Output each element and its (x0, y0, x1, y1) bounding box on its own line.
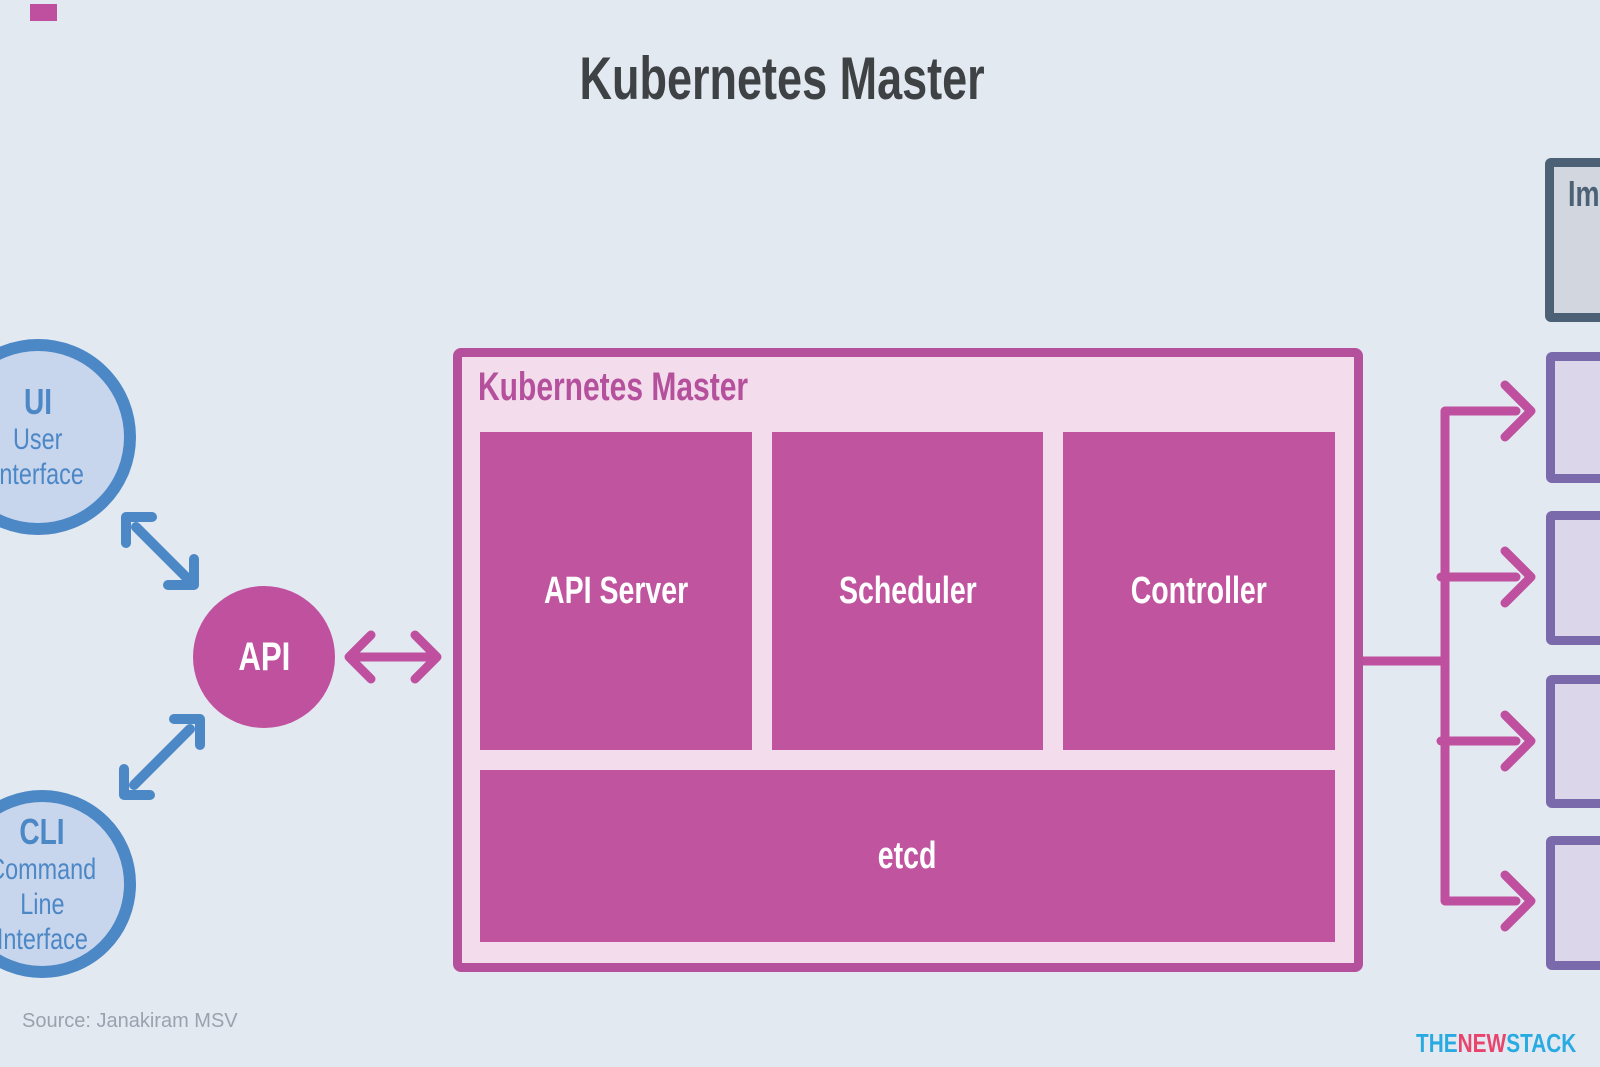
api-server-label: API Server (543, 569, 688, 612)
logo-new: NEW (1457, 1028, 1506, 1058)
etcd-label: etcd (878, 834, 937, 877)
source-credit: Source: Janakiram MSV (22, 1010, 238, 1032)
page-title: Kubernetes Master (0, 48, 1582, 110)
cli-api-double-arrow-icon (119, 714, 205, 800)
ui-node: UI User Interface (0, 339, 136, 535)
scheduler-box: Scheduler (771, 432, 1044, 750)
ui-api-double-arrow-icon (121, 512, 199, 590)
kubernetes-master-box-label: Kubernetes Master (478, 365, 749, 409)
cli-abbr: CLI (19, 810, 65, 852)
master-nodes-connector (1358, 380, 1536, 932)
image-registry-label: Im (1568, 173, 1600, 214)
cli-node: CLI Command Line Interface (0, 790, 136, 978)
node-box-4 (1546, 836, 1600, 970)
api-server-box: API Server (480, 432, 752, 750)
ui-label-line-2: Interface (0, 458, 84, 491)
etcd-box: etcd (480, 770, 1335, 942)
logo-stack: STACK (1505, 1028, 1576, 1058)
page-title-text: Kubernetes Master (579, 45, 985, 112)
cli-label-line-2: Line (19, 887, 65, 921)
node-arrowhead-3-icon (1500, 710, 1536, 772)
scheduler-label: Scheduler (838, 569, 977, 612)
ui-abbr: UI (23, 381, 53, 422)
node-box-3 (1546, 675, 1600, 808)
controller-box: Controller (1063, 432, 1336, 750)
node-box-2 (1546, 511, 1600, 645)
node-arrowhead-1-icon (1500, 380, 1536, 442)
logo-the: THE (1415, 1028, 1458, 1058)
kubernetes-master-box: Kubernetes Master API Server Scheduler C… (453, 348, 1363, 972)
api-master-double-arrow-icon (344, 630, 442, 684)
api-label: API (237, 634, 291, 679)
cli-label-line-3: Interface (0, 922, 88, 956)
master-components-row: API Server Scheduler Controller (480, 432, 1336, 750)
api-node: API (193, 586, 335, 728)
controller-label: Controller (1131, 569, 1268, 612)
node-arrowhead-2-icon (1500, 546, 1536, 608)
ui-label-line-1: User (13, 423, 63, 456)
thenewstack-logo: THENEWSTACK (1416, 1028, 1576, 1059)
image-registry-box: Im (1545, 158, 1600, 322)
node-box-1 (1546, 352, 1600, 483)
node-arrowhead-4-icon (1500, 870, 1536, 932)
cli-label-line-1: Command (0, 852, 96, 886)
corner-mark (30, 4, 57, 21)
